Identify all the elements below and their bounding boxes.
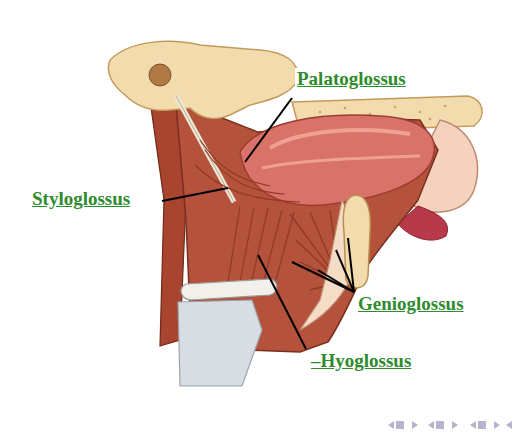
part-label: Styloglossus [30,188,132,210]
ear-canal [149,64,171,86]
navigation-symbols [388,421,512,429]
tongue-highlight [270,130,410,148]
hyoid-bone [181,279,277,300]
styloid-process [176,96,234,202]
temporal-bone [108,41,298,118]
hyoglossus-fibres [228,206,294,282]
part-label: Genioglossus [356,293,466,315]
styloid-outline [176,96,234,202]
leader-lines [162,98,354,349]
part-label: Palatoglossus [295,68,408,90]
styloglossus-fibres [195,140,300,202]
part-label: –Hyoglossus [309,350,413,372]
tongue-highlight [262,156,420,168]
thyroid-cartilage [178,300,262,386]
